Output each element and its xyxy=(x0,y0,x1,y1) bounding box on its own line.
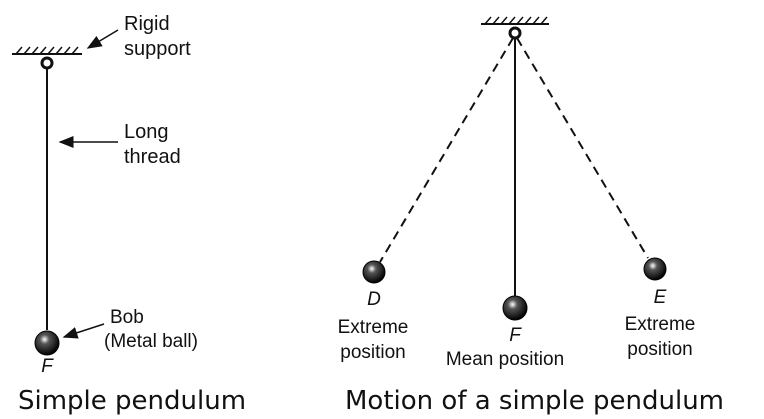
bob-label-line1: Bob xyxy=(110,307,144,328)
pendulum-motion: D Extreme position F Mean position E Ext… xyxy=(338,16,724,416)
pivot-left xyxy=(40,56,54,70)
thread-label-line2: thread xyxy=(124,146,181,168)
bob-label-line2: (Metal ball) xyxy=(104,331,198,352)
pivot-right xyxy=(508,26,522,40)
support-label-line1: Rigid xyxy=(124,13,170,35)
point-e: E xyxy=(654,287,667,308)
point-d: D xyxy=(367,289,381,310)
point-f-left: F xyxy=(41,356,54,377)
bob-extreme-left xyxy=(362,260,386,284)
right-label-line2: position xyxy=(627,339,693,360)
bob-arrow xyxy=(62,323,105,339)
thread-extreme-right xyxy=(516,37,649,259)
left-label-line2: position xyxy=(340,342,406,363)
bob-mean xyxy=(502,295,528,321)
rigid-support-right xyxy=(481,16,549,25)
caption-simple-pendulum: Simple pendulum xyxy=(18,386,246,416)
bob-extreme-right xyxy=(643,257,667,281)
support-arrow xyxy=(86,29,119,49)
thread-extreme-left xyxy=(379,37,514,263)
left-label-line1: Extreme xyxy=(338,317,409,338)
rigid-support-left xyxy=(12,46,82,55)
caption-motion: Motion of a simple pendulum xyxy=(345,386,724,416)
support-label-line2: support xyxy=(124,38,191,60)
mean-position-label: Mean position xyxy=(446,349,564,370)
bob-left xyxy=(34,330,60,356)
right-label-line1: Extreme xyxy=(625,314,696,335)
point-f-right: F xyxy=(509,325,522,346)
thread-label-line1: Long xyxy=(124,121,169,143)
simple-pendulum: Rigid support Long thread Bob (Metal bal… xyxy=(12,13,246,416)
